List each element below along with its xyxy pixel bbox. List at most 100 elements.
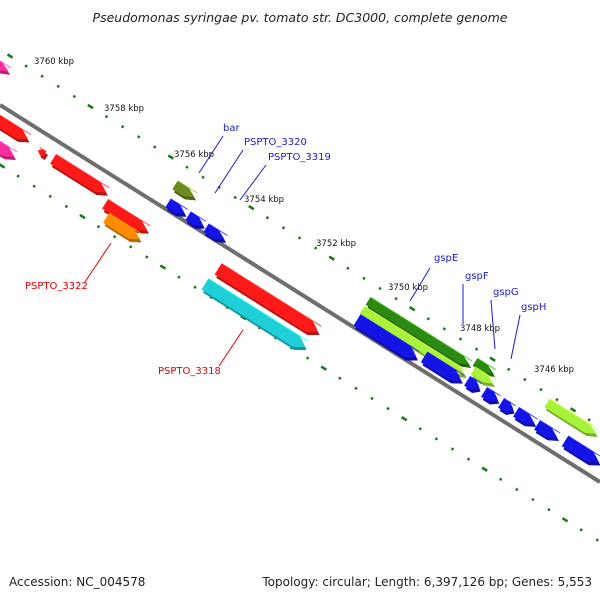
tick-mark-inner xyxy=(305,356,310,360)
gene-gspE-dark-body xyxy=(365,297,470,365)
gene-blue-gsp-1-body xyxy=(353,314,417,358)
tick-mark-outer xyxy=(185,165,189,169)
gene-blue-gsp-3-highlight xyxy=(469,375,483,385)
tick-mark-inner xyxy=(96,224,101,229)
tick-mark-inner xyxy=(338,376,342,381)
gene-magenta-top xyxy=(0,60,12,75)
gene-blue-gsp-5-highlight xyxy=(503,397,517,407)
gene-PSPTO_3318-highlight xyxy=(208,278,309,342)
backbone-line xyxy=(0,103,600,484)
tick-mark-inner xyxy=(159,264,167,270)
gene-blue-gsp-7-highlight xyxy=(539,419,561,434)
scale-label: 3748 kbp xyxy=(460,324,500,334)
gene-red-small-highlight xyxy=(39,147,47,153)
gene-features xyxy=(0,60,600,466)
gene-blue-3 xyxy=(203,223,228,243)
gene-gspF-light-highlight xyxy=(475,366,496,381)
gene-magenta-left-highlight xyxy=(0,140,18,153)
gene-gspF-light xyxy=(470,366,496,387)
gene-right-light-highlight xyxy=(549,398,600,431)
gene-blue-1 xyxy=(165,198,188,217)
tick-mark-inner xyxy=(193,285,197,290)
tick-mark-inner xyxy=(418,427,422,431)
gene-blue-3-highlight xyxy=(208,223,228,236)
gene-red-long-body xyxy=(214,263,318,332)
gene-blue-gsp-8 xyxy=(561,435,600,466)
gene-red-long-highlight xyxy=(221,263,322,327)
gene-red-small xyxy=(38,147,48,160)
tick-mark-inner xyxy=(64,204,69,209)
tick-mark-inner xyxy=(386,406,390,411)
gene-PSPTO_3318-body xyxy=(201,278,305,347)
tick-mark-inner xyxy=(450,447,455,451)
gene-blue-gsp-1-highlight xyxy=(360,314,420,353)
tick-mark-outer xyxy=(40,74,44,78)
scale-label: 3746 kbp xyxy=(534,365,574,375)
gene-label-pspto-3318-leader xyxy=(218,329,244,367)
gene-blue-gsp-5 xyxy=(498,397,517,415)
scale-label: 3760 kbp xyxy=(34,57,74,67)
tick-mark-outer xyxy=(458,337,463,341)
tick-mark-outer xyxy=(248,204,255,211)
gene-gspE-dark xyxy=(365,296,473,369)
gene-bar-highlight xyxy=(177,180,198,194)
tick-mark-inner xyxy=(531,497,535,502)
gene-right-light-body xyxy=(544,398,597,434)
tick-mark-outer xyxy=(328,255,335,261)
gene-red-upper-highlight xyxy=(55,153,110,189)
scale-label: 3750 kbp xyxy=(388,283,428,293)
gene-magenta-top-highlight xyxy=(0,60,12,69)
scale-label: 3758 kbp xyxy=(104,104,144,114)
tick-mark-outer xyxy=(489,356,496,362)
gene-red-long xyxy=(214,263,322,336)
tick-mark-inner xyxy=(498,477,503,482)
gene-label-pspto-3319-leader xyxy=(239,164,267,201)
gene-magenta-top-body xyxy=(0,60,9,72)
scale-label: 3756 kbp xyxy=(174,150,214,160)
gene-label-pspto-3320-leader xyxy=(214,149,244,194)
tick-mark-inner xyxy=(354,386,358,391)
gene-bar-body xyxy=(172,180,195,198)
tick-mark-inner xyxy=(481,466,488,472)
gene-blue-gsp-5-body xyxy=(498,398,513,412)
gene-red-upper-2 xyxy=(102,198,151,234)
gene-magenta-left xyxy=(0,140,18,160)
tick-mark-outer xyxy=(153,145,157,149)
gene-blue-gsp-2-body xyxy=(420,351,462,381)
tick-mark-inner xyxy=(128,245,133,249)
tick-mark-outer xyxy=(523,377,527,382)
tick-marks xyxy=(0,53,599,542)
gene-blue-gsp-8-highlight xyxy=(567,435,600,457)
gene-red-upper-2-highlight xyxy=(107,198,151,227)
gene-blue-gsp-2 xyxy=(420,351,465,384)
scale-label: 3754 kbp xyxy=(244,195,284,205)
tick-mark-outer xyxy=(136,135,141,139)
gene-PSPTO_3322 xyxy=(103,212,144,243)
genome-summary-text: Topology: circular; Length: 6,397,126 bp… xyxy=(262,575,592,589)
tick-mark-inner xyxy=(370,396,374,401)
gene-label-gspe-leader xyxy=(409,267,431,302)
tick-mark-outer xyxy=(378,286,382,291)
tick-mark-inner xyxy=(515,487,519,492)
tick-mark-inner xyxy=(400,416,408,422)
gene-label-bar-leader xyxy=(198,135,224,174)
gene-blue-gsp-7-body xyxy=(534,420,558,438)
gene-blue-1-highlight xyxy=(170,198,188,210)
gene-blue-1-body xyxy=(165,198,185,214)
gene-blue-2 xyxy=(185,211,207,229)
gene-label-gspg: gspG xyxy=(493,287,519,298)
tick-mark-outer xyxy=(555,397,559,402)
gene-right-light xyxy=(544,398,600,438)
tick-mark-outer xyxy=(506,367,511,372)
gene-blue-gsp-8-body xyxy=(561,435,599,463)
gene-red-edge-upper-body xyxy=(0,115,28,140)
gene-blue-gsp-6-body xyxy=(513,407,535,424)
tick-mark-inner xyxy=(547,507,551,512)
gene-blue-gsp-6-highlight xyxy=(518,406,538,420)
tick-mark-inner xyxy=(595,538,599,542)
tick-mark-outer xyxy=(569,407,577,413)
gene-blue-gsp-4-body xyxy=(481,387,498,402)
tick-mark-outer xyxy=(587,418,591,422)
